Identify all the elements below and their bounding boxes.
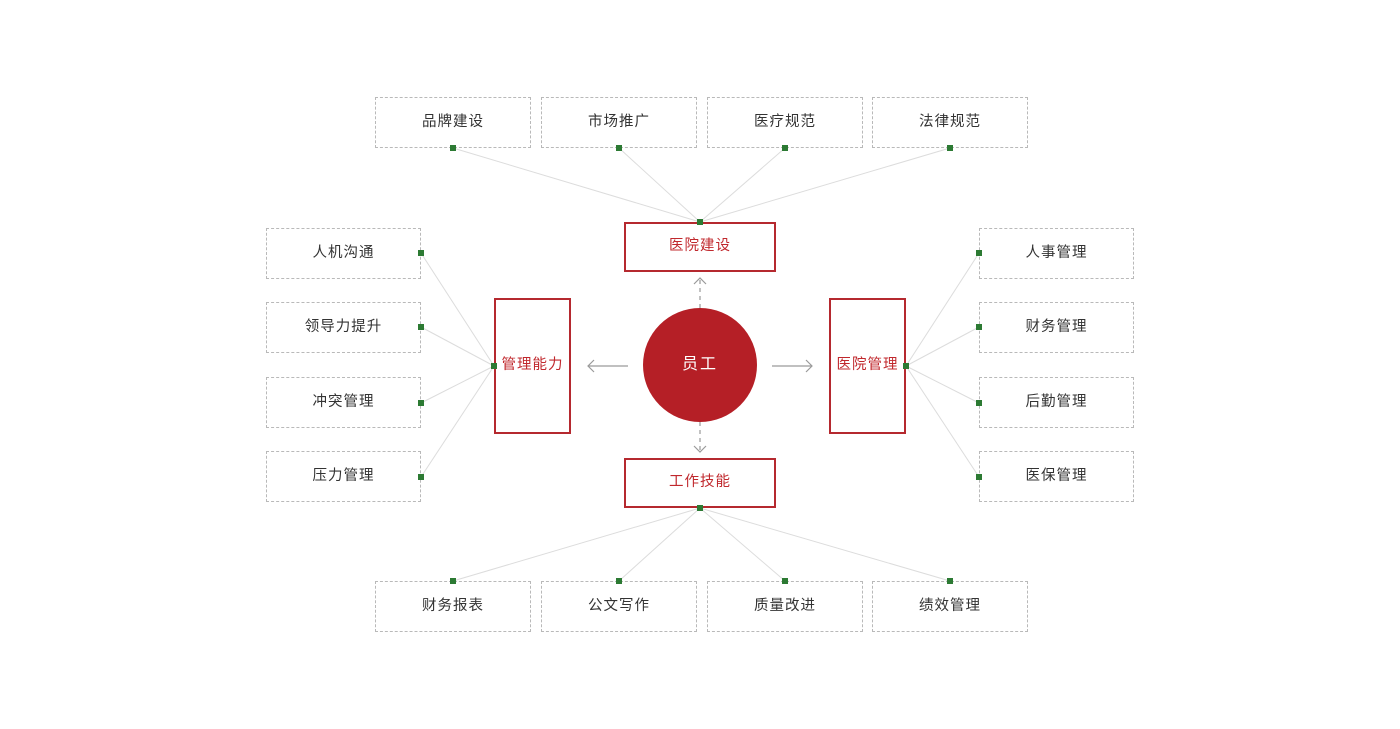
leaf-connector-line (452, 507, 701, 582)
branch-arrow-head (587, 359, 595, 373)
leaf-node-market-promotion-label: 市场推广 (588, 113, 650, 130)
connector-dot-management-ability (491, 363, 497, 369)
leaf-connector-line (420, 252, 495, 367)
connector-dot-financial-statements (450, 578, 456, 584)
connector-dot-market-promotion (616, 145, 622, 151)
leaf-connector-line (905, 326, 980, 367)
branch-node-hospital-management[interactable]: 医院管理 (829, 298, 906, 434)
connector-dot-medical-standards (782, 145, 788, 151)
connector-dot-leadership-enhancement (418, 324, 424, 330)
leaf-connector-line (452, 147, 701, 223)
connector-dot-legal-standards (947, 145, 953, 151)
connector-dot-logistics-management (976, 400, 982, 406)
leaf-connector-line (905, 365, 980, 404)
leaf-node-financial-statements-label: 财务报表 (422, 597, 484, 614)
leaf-node-market-promotion[interactable]: 市场推广 (541, 97, 697, 148)
branch-node-work-skills-label: 工作技能 (669, 474, 731, 491)
leaf-node-logistics-management[interactable]: 后勤管理 (979, 377, 1134, 428)
leaf-node-quality-improvement[interactable]: 质量改进 (707, 581, 863, 632)
branch-arrow-head (805, 359, 813, 373)
branch-node-management-ability[interactable]: 管理能力 (494, 298, 571, 434)
leaf-node-human-machine-comm[interactable]: 人机沟通 (266, 228, 421, 279)
branch-node-hospital-construction-label: 医院建设 (669, 238, 731, 255)
leaf-node-quality-improvement-label: 质量改进 (754, 597, 816, 614)
connector-dot-quality-improvement (782, 578, 788, 584)
leaf-connector-line (699, 507, 951, 582)
leaf-node-conflict-management-label: 冲突管理 (312, 393, 375, 410)
leaf-node-stress-management[interactable]: 压力管理 (266, 451, 421, 502)
leaf-connector-line (699, 147, 951, 223)
leaf-connector-line (699, 147, 786, 223)
leaf-node-legal-standards-label: 法律规范 (919, 113, 981, 130)
center-node-employee[interactable]: 员工 (643, 308, 757, 422)
leaf-node-personnel-management-label: 人事管理 (1025, 244, 1088, 261)
leaf-node-insurance-management[interactable]: 医保管理 (979, 451, 1134, 502)
connector-dot-hospital-construction (697, 219, 703, 225)
leaf-connector-line (420, 365, 495, 404)
branch-arrow-head (693, 445, 707, 453)
leaf-node-performance-management[interactable]: 绩效管理 (872, 581, 1028, 632)
branch-node-hospital-management-label: 医院管理 (836, 357, 899, 374)
leaf-node-financial-statements[interactable]: 财务报表 (375, 581, 531, 632)
leaf-node-stress-management-label: 压力管理 (312, 467, 375, 484)
leaf-node-personnel-management[interactable]: 人事管理 (979, 228, 1134, 279)
leaf-node-brand-building-label: 品牌建设 (422, 113, 484, 130)
connector-dot-brand-building (450, 145, 456, 151)
leaf-connector-line (420, 326, 495, 367)
leaf-node-conflict-management[interactable]: 冲突管理 (266, 377, 421, 428)
leaf-node-performance-management-label: 绩效管理 (919, 597, 981, 614)
connector-dot-official-writing (616, 578, 622, 584)
connector-dot-performance-management (947, 578, 953, 584)
leaf-node-leadership-enhancement-label: 领导力提升 (304, 318, 383, 335)
leaf-connector-line (420, 365, 495, 478)
leaf-connector-line (699, 507, 786, 582)
connector-dot-work-skills (697, 505, 703, 511)
leaf-connector-line (618, 147, 701, 223)
leaf-node-medical-standards[interactable]: 医疗规范 (707, 97, 863, 148)
branch-node-management-ability-label: 管理能力 (501, 357, 564, 374)
leaf-node-legal-standards[interactable]: 法律规范 (872, 97, 1028, 148)
leaf-node-financial-management-label: 财务管理 (1025, 318, 1088, 335)
branch-node-work-skills[interactable]: 工作技能 (624, 458, 776, 508)
connector-dot-stress-management (418, 474, 424, 480)
connector-dot-financial-management (976, 324, 982, 330)
branch-arrow-head (693, 277, 707, 285)
leaf-node-official-writing-label: 公文写作 (588, 597, 650, 614)
leaf-node-brand-building[interactable]: 品牌建设 (375, 97, 531, 148)
leaf-connector-line (618, 507, 701, 582)
leaf-connector-line (905, 252, 980, 367)
connector-dot-conflict-management (418, 400, 424, 406)
leaf-node-insurance-management-label: 医保管理 (1025, 467, 1088, 484)
connector-dot-hospital-management (903, 363, 909, 369)
leaf-node-leadership-enhancement[interactable]: 领导力提升 (266, 302, 421, 353)
connector-dot-insurance-management (976, 474, 982, 480)
branch-node-hospital-construction[interactable]: 医院建设 (624, 222, 776, 272)
leaf-node-financial-management[interactable]: 财务管理 (979, 302, 1134, 353)
leaf-node-human-machine-comm-label: 人机沟通 (312, 244, 375, 261)
leaf-connector-line (905, 365, 980, 478)
leaf-node-medical-standards-label: 医疗规范 (754, 113, 816, 130)
leaf-node-official-writing[interactable]: 公文写作 (541, 581, 697, 632)
center-node-label: 员工 (681, 356, 718, 374)
connector-dot-personnel-management (976, 250, 982, 256)
connector-dot-human-machine-comm (418, 250, 424, 256)
leaf-node-logistics-management-label: 后勤管理 (1025, 393, 1088, 410)
